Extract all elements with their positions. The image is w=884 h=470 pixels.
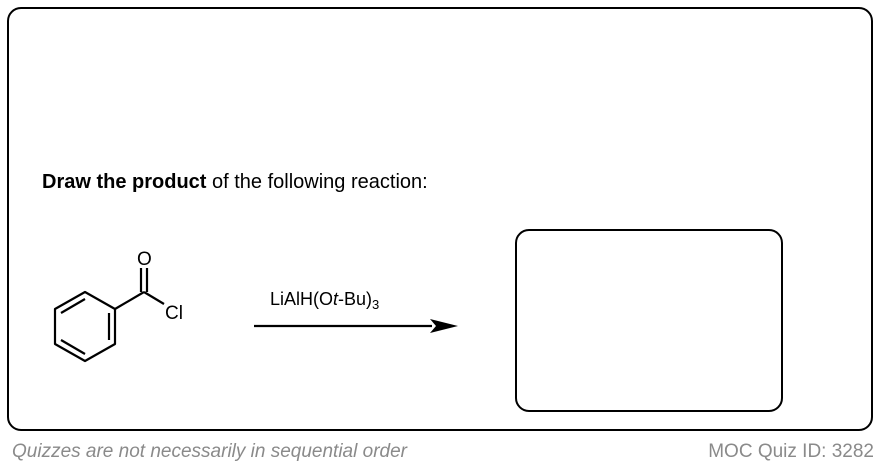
- reagent-main: LiAlH(O: [270, 289, 334, 309]
- reagent-italic: t: [333, 289, 339, 309]
- prompt-rest: of the following reaction:: [206, 171, 428, 193]
- reagent-subscript: 3: [372, 297, 380, 312]
- reaction-arrow-icon: [254, 319, 458, 333]
- prompt-bold: Draw the product: [42, 171, 207, 193]
- question-prompt: Draw the product of the following reacti…: [42, 170, 428, 194]
- footer-note: Quizzes are not necessarily in sequentia…: [12, 441, 407, 462]
- reactant-structure: O Cl: [53, 249, 183, 363]
- carbon-chlorine-bond: [143, 291, 165, 305]
- oxygen-label: O: [137, 249, 152, 270]
- ring-carbonyl-bond: [114, 291, 145, 310]
- reagent-tail: -Bu): [338, 289, 373, 309]
- answer-box[interactable]: [515, 229, 783, 412]
- quiz-id: MOC Quiz ID: 3282: [708, 441, 874, 462]
- chlorine-label: Cl: [165, 303, 183, 324]
- reagent-label: LiAlH(Ot-Bu)3: [270, 288, 379, 316]
- benzene-ring: [53, 290, 117, 363]
